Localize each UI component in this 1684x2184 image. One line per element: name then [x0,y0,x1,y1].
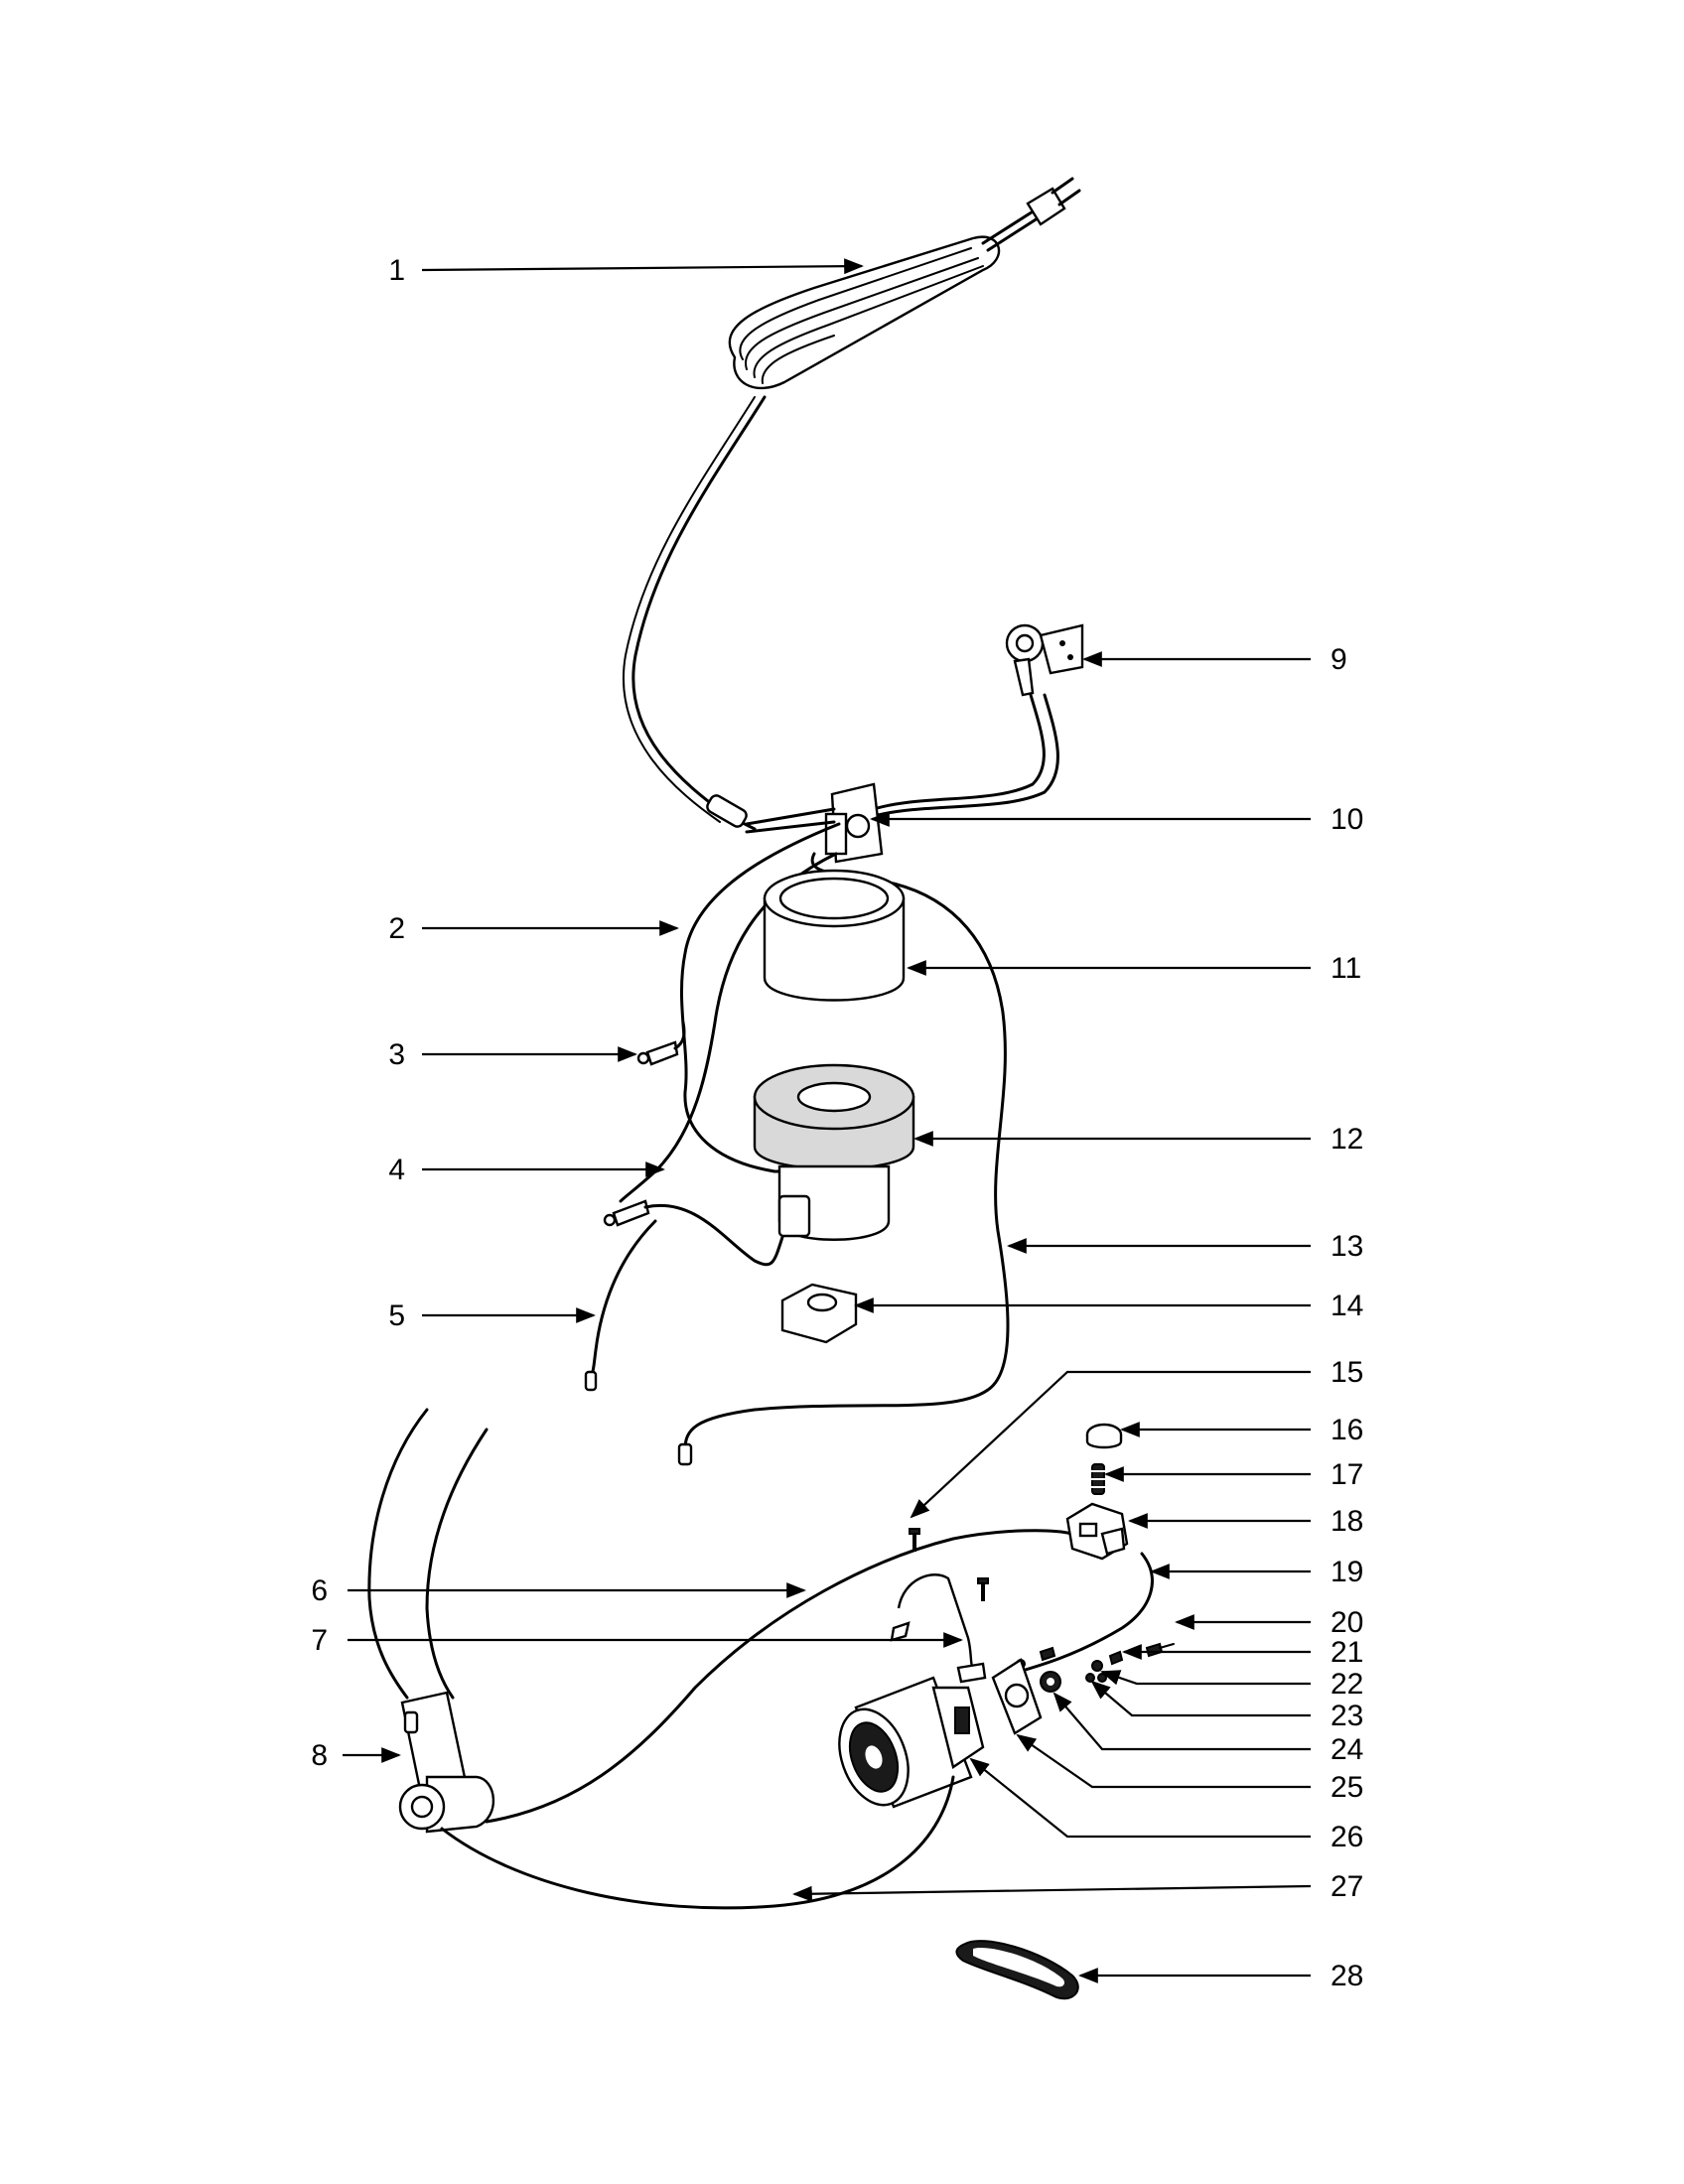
callout-8: 8 [311,1739,328,1772]
callout-26: 26 [1331,1821,1363,1853]
switch-cap [1085,1423,1123,1449]
callout-17: 17 [1331,1458,1363,1491]
callout-28: 28 [1331,1960,1363,1992]
callout-20: 20 [1331,1606,1363,1639]
drive-belt [955,1940,1079,2000]
callout-18: 18 [1331,1505,1363,1538]
switch-housing [1065,1502,1129,1561]
spring [1090,1463,1106,1495]
switch-assembly [1005,623,1084,697]
callout-6: 6 [311,1574,328,1607]
cord-connector [706,794,748,828]
callout-14: 14 [1331,1290,1363,1322]
wire-lead-5 [643,1203,796,1267]
callout-3: 3 [388,1038,405,1071]
motor-gasket-ring [763,869,906,1002]
plug-icon [1026,177,1081,226]
screw-21 [1108,1650,1124,1666]
callout-22: 22 [1331,1668,1363,1701]
terminal-3 [636,1040,679,1066]
callout-25: 25 [1331,1771,1363,1804]
callout-10: 10 [1331,803,1363,836]
handle-body-shell [485,1529,1074,1824]
wire-lead-4 [619,852,838,1203]
wire-lead-27 [440,1775,955,1910]
callout-16: 16 [1331,1414,1363,1446]
screw-15 [909,1528,920,1552]
callout-9: 9 [1331,643,1347,676]
leader-lines [343,258,1312,1983]
power-cord-coil [728,177,1081,390]
callout-5: 5 [388,1299,405,1332]
callout-15: 15 [1331,1356,1363,1389]
nut-23 [1085,1673,1095,1683]
callout-2: 2 [388,912,405,945]
terminal-4 [603,1199,650,1227]
wire-lead-2 [679,822,841,1173]
gear-24 [1040,1671,1061,1693]
callout-24: 24 [1331,1733,1363,1766]
callout-7: 7 [311,1624,328,1657]
callout-27: 27 [1331,1870,1363,1903]
handle-connector [398,1691,495,1834]
callout-1: 1 [388,254,405,287]
drive-motor [838,1676,985,1809]
callout-4: 4 [388,1154,405,1186]
mounting-plate [991,1658,1043,1735]
callout-21: 21 [1331,1636,1363,1669]
callout-13: 13 [1331,1230,1363,1263]
junction-clip [824,782,884,864]
vacuum-motor [753,1063,915,1241]
screw-20 [1145,1642,1175,1658]
power-cord [632,395,767,831]
motor-mount-block [780,1283,858,1344]
wire-lead-13 [683,852,1010,1451]
cord-clamp [890,1573,987,1684]
callout-23: 23 [1331,1700,1363,1732]
callout-19: 19 [1331,1556,1363,1588]
screw-7 [977,1577,989,1601]
callout-11: 11 [1331,952,1361,985]
callout-12: 12 [1331,1123,1363,1156]
callout-labels: 1 2 3 4 5 6 7 8 9 10 11 12 13 14 15 16 1… [311,254,1363,1992]
